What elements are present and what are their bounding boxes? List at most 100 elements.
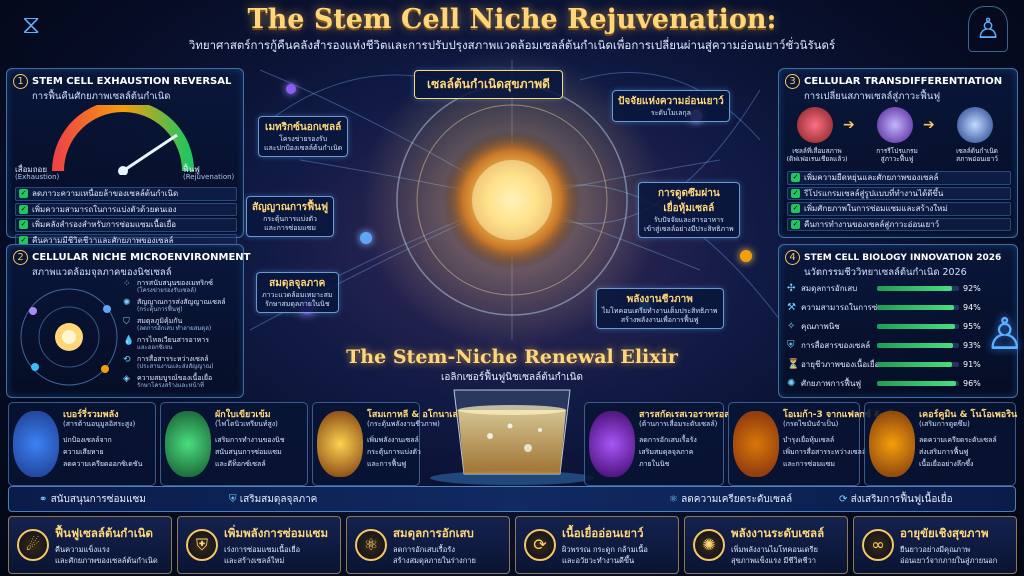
ingredient-name: เบอร์รี่รวมพลัง: [63, 410, 119, 420]
check-item: ✓เพิ่มศักยภาพในการซ่อมแซมและสร้างใหม่: [787, 202, 1011, 216]
repair-icon: ⚭: [39, 494, 48, 505]
check-item: ✓ลดภาวะความเหนื่อยล้าของเซลล์ต้นกำเนิด: [15, 187, 237, 201]
metric-value: 91%: [963, 360, 981, 369]
stem-cell-icon: ☄: [17, 529, 49, 561]
benefit-title: อายุขัยเชิงสุขภาพ: [900, 526, 989, 540]
ingredient-benefit: เสริมการทำงานของนิช: [215, 436, 285, 444]
metric-fill: [877, 343, 954, 348]
ingredient-card: เคอร์คูมิน & โนโอเพอริน(เสริมการดูดซึม)ล…: [864, 402, 1017, 486]
niche-factor: ⟲การสื่อสารระหว่างเซลล์(ประสานงานและส่งส…: [123, 355, 241, 374]
ingredient-benefit: สนับสนุนการซ่อมแซม: [215, 448, 282, 456]
metric-label: สมดุลการอักเสบ: [801, 284, 858, 293]
ingredient-subtitle: (กรดไขมันจำเป็น): [783, 420, 839, 428]
glow-node: [740, 250, 752, 262]
benefit-title: เนื้อเยื่ออ่อนเยาว์: [562, 526, 644, 540]
page-subtitle: วิทยาศาสตร์การกู้คืนคลังสำรองแห่งชีวิตแล…: [188, 38, 836, 52]
panel-title-th: สภาพแวดล้อมจุลภาคของนิชเซลล์: [32, 267, 172, 278]
benefit-line: สร้างสมดุลภายในร่างกาย: [393, 556, 476, 565]
ingredient-benefit: กระตุ้นการแบ่งตัว: [367, 448, 421, 456]
energy-icon: ✺: [693, 529, 725, 561]
benefit-card: ⚛สมดุลการอักเสบลดการอักเสบเรื้อรังสร้างส…: [346, 516, 510, 574]
renew-icon: ⟳: [839, 494, 848, 505]
benefit-line: เพิ่มพลังงานไมโทคอนเดรีย: [731, 545, 818, 554]
metric-label: ศักยภาพการฟื้นฟู: [801, 379, 862, 388]
benefit-line: ลดการอักเสบเรื้อรัง: [393, 545, 455, 554]
metric-row: ✺ศักยภาพการฟื้นฟู96%: [787, 374, 987, 393]
benefit-line: และศักยภาพของเซลล์ต้นกำเนิด: [55, 556, 158, 565]
check-icon: ✓: [791, 219, 800, 229]
metric-row: ⏳อายุชีวภาพของเนื้อเยื่อ 91%: [787, 355, 987, 374]
strip-item: ⛨ เสริมสมดุลจุลภาค: [229, 494, 318, 505]
benefit-strip: ⚭ สนับสนุนการซ่อมแซม ⛨ เสริมสมดุลจุลภาค …: [8, 486, 1016, 512]
atom-icon: ⚛: [669, 494, 678, 505]
stage-label: การรีโปรแกรมสู่ภาวะฟื้นฟู: [876, 147, 918, 163]
check-item: ✓เพิ่มความสามารถในการแบ่งตัวด้วยตนเอง: [15, 202, 237, 216]
benefit-line: คืนความแข็งแรง: [55, 545, 110, 554]
metric-fill: [877, 305, 955, 310]
renew-icon: ⟳: [524, 529, 556, 561]
benefit-line: เร่งการซ่อมแซมเนื้อเยื่อ: [224, 545, 301, 554]
glow-node: [360, 232, 372, 244]
benefit-line: ผิวพรรณ กระดูก กล้ามเนื้อ: [562, 545, 648, 554]
benefit-line: อ่อนเยาว์จากภายในสู่ภายนอก: [900, 556, 998, 565]
panel-title-en: CELLULAR TRANSDIFFERENTIATION: [804, 76, 1003, 87]
dna-icon: ⧖: [22, 10, 41, 40]
checklist: ✓เพิ่มความยืดหยุ่นและศักยภาพของเซลล์ ✓รี…: [787, 169, 1011, 233]
tissue-age-icon: ⏳: [787, 359, 800, 370]
niche-network-illustration: [20, 288, 118, 386]
metric-label: การสื่อสารของเซลล์: [801, 341, 871, 350]
check-icon: ✓: [791, 188, 800, 198]
ingredient-benefit: ลดการอักเสบเรื้อรัง: [639, 436, 697, 444]
inflammation-icon: ✣: [787, 283, 796, 294]
metric-track: [877, 305, 959, 310]
ingredient-benefit: ภายในนิช: [639, 460, 670, 468]
callout-youth-factors: ปัจจัยแห่งความอ่อนเยาว์ระดับโมเลกุล: [612, 90, 730, 122]
rejuvenation-gauge: [52, 105, 194, 175]
strip-item: ⚛ ลดความเครียดระดับเซลล์: [669, 494, 793, 505]
atom-icon: ⚛: [355, 529, 387, 561]
gauge-left-en: (Exhaustion): [15, 173, 60, 181]
panel-number: 2: [13, 250, 28, 265]
ingredient-subtitle: (ไฟโตนิวเทรียนท์สูง): [215, 420, 278, 428]
ingredient-subtitle: (เสริมการดูดซึม): [919, 420, 970, 428]
ingredient-name: ผักใบเขียวเข้ม: [215, 410, 271, 420]
ingredient-benefit: และการฟื้นฟู: [367, 460, 407, 468]
ingredient-name: โอเมก้า-3 จากแฟลกซ์ & เจีย: [783, 410, 899, 420]
callout-signals: สัญญาณการฟื้นฟูกระตุ้นการแบ่งตัวและการซ่…: [246, 196, 335, 237]
checklist: ✓ลดภาวะความเหนื่อยล้าของเซลล์ต้นกำเนิด ✓…: [15, 185, 237, 249]
ingredient-benefit: ปกป้องเซลล์จาก: [63, 436, 112, 444]
check-icon: ✓: [791, 204, 800, 214]
shield-icon: ⛨: [186, 529, 218, 561]
panel-title-en: STEM CELL EXHAUSTION REVERSAL: [32, 76, 232, 87]
benefit-line: สุขภาพแข็งแรง มีชีวิตชีวา: [731, 556, 816, 565]
metric-value: 95%: [963, 322, 981, 331]
check-icon: ✓: [19, 235, 28, 245]
panel-title-th: การฟื้นคืนศักยภาพเซลล์ต้นกำเนิด: [32, 91, 171, 102]
callout-absorption: การดูดซึมผ่านเยื่อหุ้มเซลล์รับปัจจัยและส…: [638, 182, 740, 238]
ingredient-card: ผักใบเขียวเข้ม(ไฟโตนิวเทรียนท์สูง) เสริมก…: [160, 402, 308, 486]
metric-track: [877, 343, 959, 348]
ingredient-benefit: เพิ่มพลังงานเซลล์: [367, 436, 419, 444]
metric-track: [877, 381, 959, 386]
page-title: The Stem Cell Niche Rejuvenation:: [247, 4, 777, 35]
benefit-card: ✺พลังงานระดับเซลล์เพิ่มพลังงานไมโทคอนเดร…: [684, 516, 848, 574]
panel-number: 1: [13, 74, 28, 89]
kale-icon: [165, 411, 211, 477]
ingredient-benefit: ส่งเสริมการฟื้นฟู: [919, 448, 969, 456]
ingredient-benefit: และดีท็อกซ์เซลล์: [215, 460, 266, 468]
metric-value: 96%: [963, 379, 981, 388]
blueberry-icon: [13, 411, 59, 477]
metric-label: อายุชีวภาพของเนื้อเยื่อ: [801, 360, 880, 369]
panel-exhaustion-reversal: 1 STEM CELL EXHAUSTION REVERSAL การฟื้นค…: [6, 68, 244, 247]
cycle-icon: ⟲: [123, 355, 131, 365]
ingredient-benefit: และการซ่อมแซม: [783, 460, 835, 468]
check-icon: ✓: [791, 173, 800, 183]
repair-icon: ⚒: [787, 302, 796, 313]
arrow-icon: ➔: [923, 117, 935, 133]
panel-title-en: CELLULAR NICHE MICROENVIRONMENT: [32, 252, 251, 263]
elixir-subtitle: เอลิกเซอร์ฟื้นฟูนิชเซลล์ต้นกำเนิด: [440, 372, 584, 383]
ingredient-benefit: เสริมสมดุลจุลภาค: [639, 448, 694, 456]
benefit-card: ∞อายุขัยเชิงสุขภาพยืนยาวอย่างมีคุณภาพอ่อ…: [853, 516, 1017, 574]
